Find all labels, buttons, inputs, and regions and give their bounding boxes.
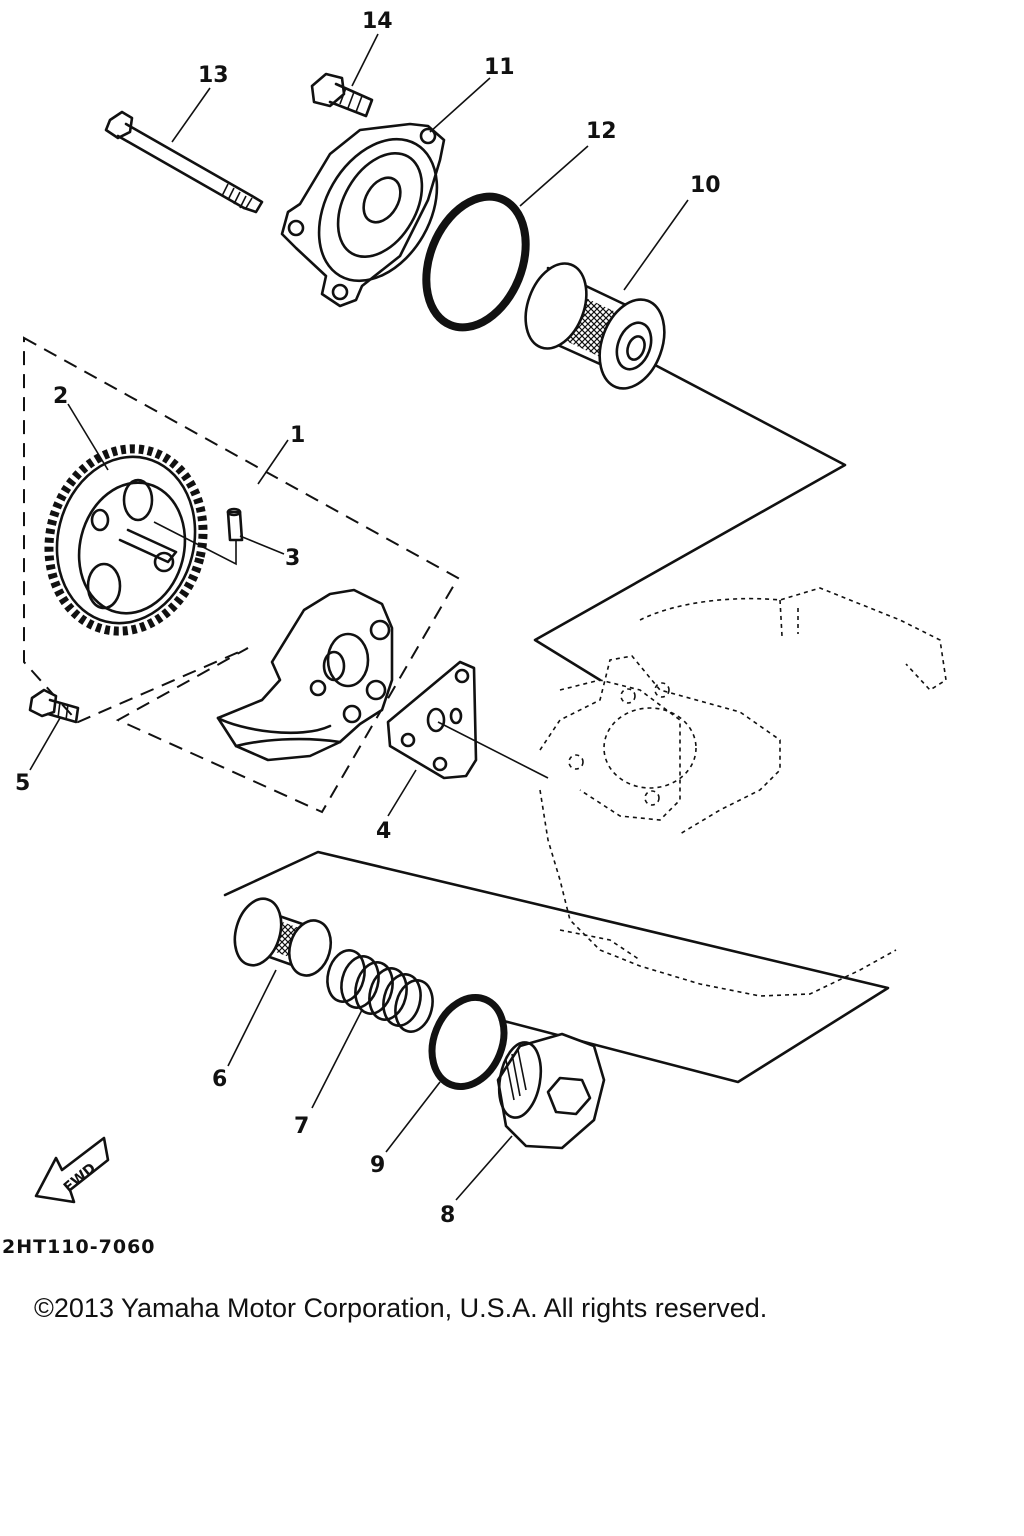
callout-13: 13 xyxy=(198,63,229,88)
callout-12: 12 xyxy=(586,119,617,144)
crankcase-outline xyxy=(539,587,947,997)
diagram-code: 2HT110-7060 xyxy=(2,1236,156,1258)
short-bolt-part xyxy=(310,72,374,118)
drain-plug-part xyxy=(496,1032,606,1150)
callout-14: 14 xyxy=(362,9,393,34)
callout-9: 9 xyxy=(370,1153,385,1178)
callout-7: 7 xyxy=(294,1114,309,1139)
oil-strainer-part xyxy=(233,897,333,977)
callout-1: 1 xyxy=(290,423,305,448)
forward-arrow-icon: FWD xyxy=(34,1136,110,1204)
callout-4: 4 xyxy=(376,819,391,844)
oil-filter-element-part xyxy=(524,262,666,390)
strainer-group-outline xyxy=(223,850,890,1084)
callout-6: 6 xyxy=(212,1067,227,1092)
pump-drive-gear-part xyxy=(44,444,208,636)
pump-gasket-part xyxy=(386,660,549,780)
o-ring-small-part xyxy=(428,993,508,1091)
spring-part xyxy=(326,949,434,1033)
o-ring-large-part xyxy=(422,192,530,332)
assembly-group-outline xyxy=(23,336,460,814)
callout-11: 11 xyxy=(484,55,515,80)
filter-cover-part xyxy=(280,122,446,308)
pump-body xyxy=(216,588,394,762)
copyright-notice: ©2013 Yamaha Motor Corporation, U.S.A. A… xyxy=(34,1293,768,1323)
filter-group-outline xyxy=(533,363,847,682)
leader-lines xyxy=(29,33,689,1201)
callout-2: 2 xyxy=(53,384,68,409)
pump-screw-part xyxy=(28,688,80,724)
long-bolt-part xyxy=(104,110,264,214)
callout-3: 3 xyxy=(285,546,300,571)
dowel-pin-part xyxy=(153,507,244,566)
callout-5: 5 xyxy=(15,771,30,796)
callout-8: 8 xyxy=(440,1203,455,1228)
oil-pump-exploded-diagram: FWD 1 2 3 4 5 6 7 8 9 10 11 12 13 14 xyxy=(15,9,947,1228)
callout-10: 10 xyxy=(690,173,721,198)
